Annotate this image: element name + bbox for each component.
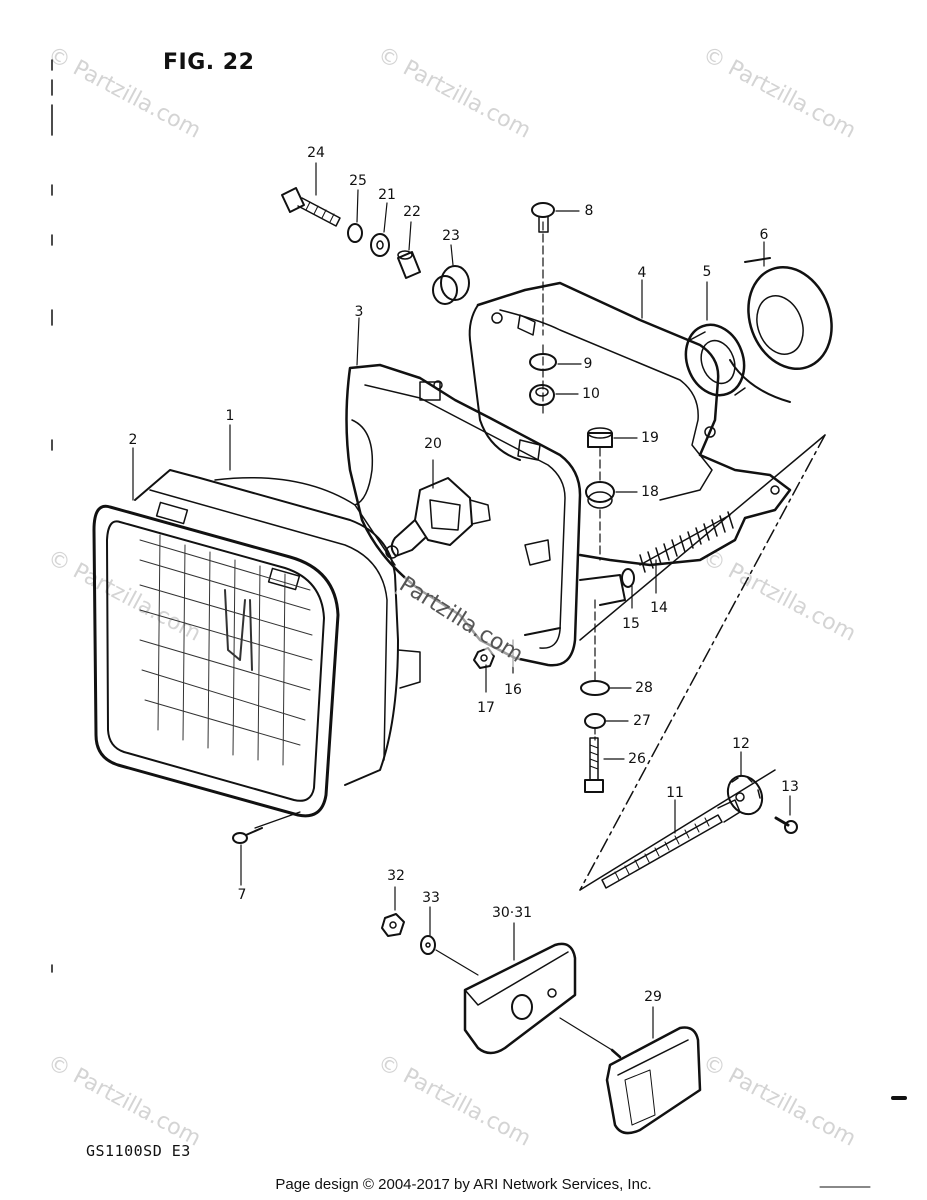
callout-33[interactable]: 33 [422, 890, 440, 906]
bulb-part-20 [385, 477, 491, 559]
socket-cover-part-6 [729, 257, 833, 403]
callout-2[interactable]: 2 [128, 432, 138, 448]
headlight-case-part-4 [468, 281, 792, 567]
callout-18[interactable]: 18 [641, 484, 659, 500]
callout-19[interactable]: 19 [641, 430, 659, 446]
bolt-part-24 [281, 187, 341, 227]
callout-12[interactable]: 12 [732, 736, 750, 752]
callout-25[interactable]: 25 [349, 173, 367, 189]
bolt-part-26 [584, 737, 604, 793]
leader-lines [132, 162, 791, 1051]
callout-27[interactable]: 27 [633, 713, 651, 729]
nut-part-10 [529, 384, 555, 406]
reference-line-lower [579, 769, 776, 891]
callout-8[interactable]: 8 [584, 203, 594, 219]
washer-part-21 [370, 233, 390, 257]
headlight-rim-part-2 [92, 504, 340, 818]
collar-part-22 [397, 250, 421, 279]
callout-3[interactable]: 3 [354, 304, 364, 320]
callout-13[interactable]: 13 [781, 779, 799, 795]
callout-28[interactable]: 28 [635, 680, 653, 696]
washer-part-27 [584, 713, 606, 729]
callout-4[interactable]: 4 [637, 265, 647, 281]
callout-32[interactable]: 32 [387, 868, 405, 884]
cushion-part-19 [587, 427, 613, 448]
adjuster-knob-part-12 [726, 774, 764, 816]
screw-part-8 [531, 202, 555, 233]
callout-5[interactable]: 5 [702, 264, 712, 280]
washer-part-25 [347, 223, 363, 243]
callout-30-31[interactable]: 30·31 [491, 905, 533, 921]
callout-11[interactable]: 11 [666, 785, 684, 801]
callout-22[interactable]: 22 [403, 204, 421, 220]
model-code: GS1100SD E3 [86, 1142, 191, 1160]
bracket-part-16 [524, 574, 626, 636]
washer-part-33 [420, 935, 436, 955]
callout-15[interactable]: 15 [622, 616, 640, 632]
figure-title: FIG. 22 [163, 50, 255, 75]
nut-part-32 [381, 913, 405, 937]
reference-line-right [579, 434, 826, 891]
callout-24[interactable]: 24 [307, 145, 325, 161]
adjusting-screw-part-11 [601, 799, 741, 889]
screw-part-7 [232, 827, 263, 844]
callout-29[interactable]: 29 [644, 989, 662, 1005]
callout-26[interactable]: 26 [628, 751, 646, 767]
reference-line-upper [579, 434, 826, 641]
spring-part-14 [639, 511, 734, 573]
callout-1[interactable]: 1 [225, 408, 235, 424]
callout-23[interactable]: 23 [442, 228, 460, 244]
reflector-bracket-part-30-31 [463, 942, 577, 1055]
screw-part-13 [774, 816, 798, 834]
callout-6[interactable]: 6 [759, 227, 769, 243]
callout-20[interactable]: 20 [424, 436, 442, 452]
callout-14[interactable]: 14 [650, 600, 668, 616]
cushion-part-23 [432, 265, 470, 305]
callout-17[interactable]: 17 [477, 700, 495, 716]
callout-9[interactable]: 9 [583, 356, 593, 372]
callout-21[interactable]: 21 [378, 187, 396, 203]
washer-part-28 [580, 680, 610, 696]
cushion-part-18 [585, 481, 615, 509]
page-footer: Page design © 2004-2017 by ARI Network S… [275, 1176, 652, 1193]
callout-10[interactable]: 10 [582, 386, 600, 402]
callout-7[interactable]: 7 [237, 887, 247, 903]
headlight-unit-part-1 [134, 469, 421, 786]
reflector-part-29 [605, 1026, 702, 1135]
callout-16[interactable]: 16 [504, 682, 522, 698]
washer-part-15 [621, 568, 635, 588]
socket-part-5 [684, 323, 746, 397]
